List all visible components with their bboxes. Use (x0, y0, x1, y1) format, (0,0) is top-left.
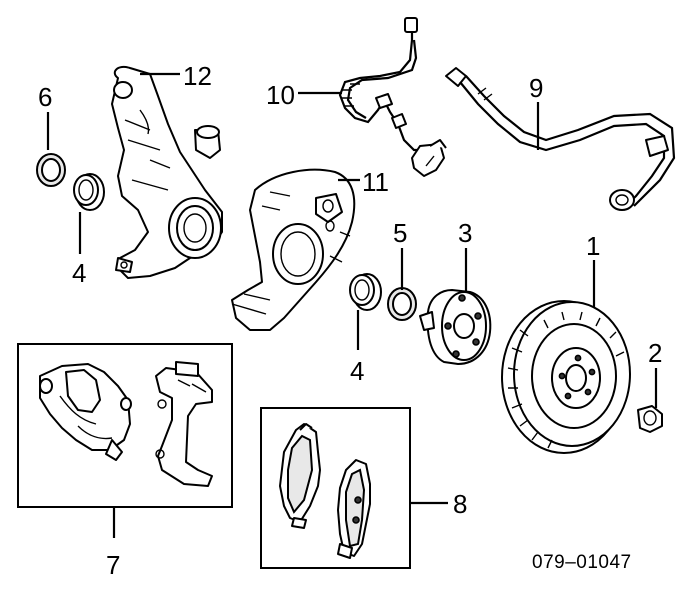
caliper-box (17, 343, 233, 508)
seal (36, 153, 66, 187)
callout-3: 3 (458, 218, 472, 248)
leader-lines (46, 72, 658, 538)
brake-pads-box (260, 407, 411, 569)
callout-2: 2 (648, 338, 662, 368)
wheel-hub (419, 289, 492, 365)
callout-1: 1 (586, 231, 600, 261)
callout-10: 10 (266, 80, 295, 110)
steering-knuckle (111, 66, 223, 279)
splash-shield (231, 168, 356, 331)
callout-5: 5 (393, 218, 407, 248)
bearing-left (73, 173, 105, 211)
brake-pads (279, 423, 371, 559)
callout-6: 6 (38, 82, 52, 112)
caliper (39, 361, 213, 487)
callout-4-middle: 4 (350, 356, 364, 386)
callout-4-left: 4 (72, 258, 86, 288)
brake-hose (445, 67, 676, 211)
abs-sensor-harness (338, 17, 447, 177)
diagram-code: 079–01047 (532, 552, 632, 573)
callout-12: 12 (183, 61, 212, 91)
hub-seal (387, 287, 417, 321)
callout-9: 9 (529, 73, 543, 103)
brake-rotor (501, 300, 631, 454)
bearing-middle (349, 273, 382, 311)
callout-11: 11 (362, 167, 389, 197)
callout-8: 8 (453, 489, 467, 519)
lug-nut (637, 405, 663, 433)
callout-7: 7 (106, 550, 120, 580)
